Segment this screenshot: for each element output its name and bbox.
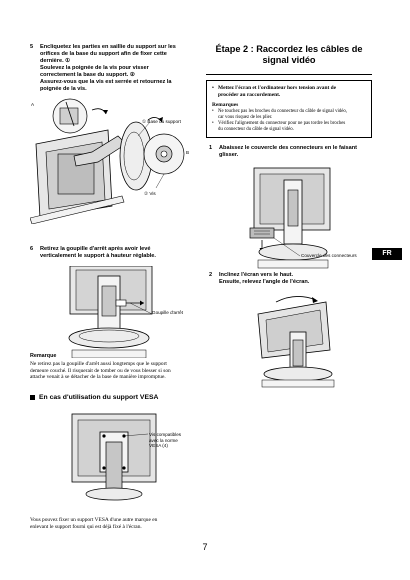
callout-stand-base: ① Base du support xyxy=(142,119,181,124)
step-5-line-4: Soulevez la poignée de la vis pour visse… xyxy=(40,65,149,71)
vesa-text-line-1: Vous pouvez fixer un support VESA d'une … xyxy=(30,517,158,523)
step-6-line-2: verticalement le support à hauteur régla… xyxy=(40,253,156,259)
connector-cover-illustration xyxy=(249,167,331,269)
step-5-line-7: poignée de la vis. xyxy=(40,86,87,92)
vesa-heading-text: En cas d'utilisation du support VESA xyxy=(39,394,159,401)
step-1-line-1: Abaissez le couvercle des connecteurs en… xyxy=(219,145,358,151)
notice-box: Mettez l'écran et l'ordinateur hors tens… xyxy=(206,80,372,138)
vesa-text-line-2: enlevant le support fourni qui est déjà … xyxy=(30,523,142,530)
callout-stopper-pin: Goupille d'arrêt xyxy=(152,310,184,315)
stand-assembly-illustration xyxy=(30,98,185,224)
notice-bullet-2: Ne touchez pas les broches du connecteur… xyxy=(212,109,366,121)
step-1-text: Abaissez le couvercle des connecteurs en… xyxy=(219,145,379,159)
step-2-number: 2 xyxy=(209,272,213,278)
notice-bullet-1-line-1: Mettez l'écran et l'ordinateur hors tens… xyxy=(218,85,337,91)
step-6-number: 6 xyxy=(30,246,34,252)
callout-connector-cover: Couvercle des connecteurs xyxy=(301,253,357,258)
language-tab: FR xyxy=(372,248,402,260)
step-5-line-1: Encliquetez les parties en saillie du su… xyxy=(40,44,176,50)
notice-bullet-3-line-1: Vérifiez l'alignement du connecteur pour… xyxy=(218,120,346,126)
callout-screw: ② Vis xyxy=(144,191,156,196)
callout-vesa-screws: Vis compatibles avec la norme VESA (4) xyxy=(149,432,181,449)
step-5-line-2: orifices de la base du support afin de f… xyxy=(40,51,167,57)
notice-bullet-1-line-2: procéder au raccordement. xyxy=(218,91,281,98)
tilt-screen-illustration xyxy=(257,296,335,388)
step-1-number: 1 xyxy=(209,145,213,151)
step-2-line-1: Inclinez l'écran vers le haut. xyxy=(219,272,294,278)
callout-vesa-line-2: avec la norme xyxy=(149,437,178,443)
vesa-text: Vous pouvez fixer un support VESA d'une … xyxy=(30,517,205,530)
vesa-heading: En cas d'utilisation du support VESA xyxy=(30,394,158,401)
remark-title: Remarque xyxy=(30,353,57,359)
mark-a: A xyxy=(31,102,35,107)
vesa-mount-illustration xyxy=(71,413,157,501)
notice-bullet-3-line-2: du connecteur du câble de signal vidéo. xyxy=(218,126,294,132)
stopper-pin-illustration xyxy=(68,266,153,358)
square-bullet-icon xyxy=(30,395,35,400)
step-6-line-1: Retirez la goupille d'arrêt après avoir … xyxy=(40,246,151,252)
callout-vesa-line-3: VESA (4) xyxy=(149,443,168,449)
step-2-line-2: Ensuite, relevez l'angle de l'écran. xyxy=(219,279,310,285)
section-title: Étape 2 : Raccordez les câbles de signal… xyxy=(206,44,372,66)
remark-text: Ne retirez pas la goupille d'arrêt aussi… xyxy=(30,361,205,381)
step-5-line-3: dernière. ① xyxy=(40,58,71,64)
mark-b: B xyxy=(186,150,190,155)
step-5-number: 5 xyxy=(30,44,34,50)
notice-bullet-1: Mettez l'écran et l'ordinateur hors tens… xyxy=(212,85,366,98)
notice-bullet-2-line-1: Ne touchez pas les broches du connecteur… xyxy=(218,108,347,114)
step-5-line-6: Assurez-vous que la vis est serrée et re… xyxy=(40,79,172,85)
remark-line-3: attache venait à se détacher de la base … xyxy=(30,374,166,381)
page-number: 7 xyxy=(202,542,208,552)
remarks-title: Remarques xyxy=(212,102,239,109)
notice-bullet-3: Vérifiez l'alignement du connecteur pour… xyxy=(212,121,366,133)
step-6-text: Retirez la goupille d'arrêt après avoir … xyxy=(40,246,205,260)
step-1-line-2: glisser. xyxy=(219,152,239,158)
section-title-line-2: signal vidéo xyxy=(262,55,316,65)
remark-line-2: demeure couché. Il risquerait de tomber … xyxy=(30,367,171,374)
notice-bullet-2-line-2: car vous risquez de les plier. xyxy=(218,114,273,120)
step-5-text: Encliquetez les parties en saillie du su… xyxy=(40,44,205,93)
title-rule xyxy=(206,74,372,75)
step-5-line-5: correctement la base du support. ② xyxy=(40,72,135,78)
step-2-text: Inclinez l'écran vers le haut. Ensuite, … xyxy=(219,272,379,286)
section-title-line-1: Étape 2 : Raccordez les câbles de xyxy=(215,44,363,54)
remark-line-1: Ne retirez pas la goupille d'arrêt aussi… xyxy=(30,361,167,367)
callout-vesa-line-1: Vis compatibles xyxy=(149,432,182,437)
